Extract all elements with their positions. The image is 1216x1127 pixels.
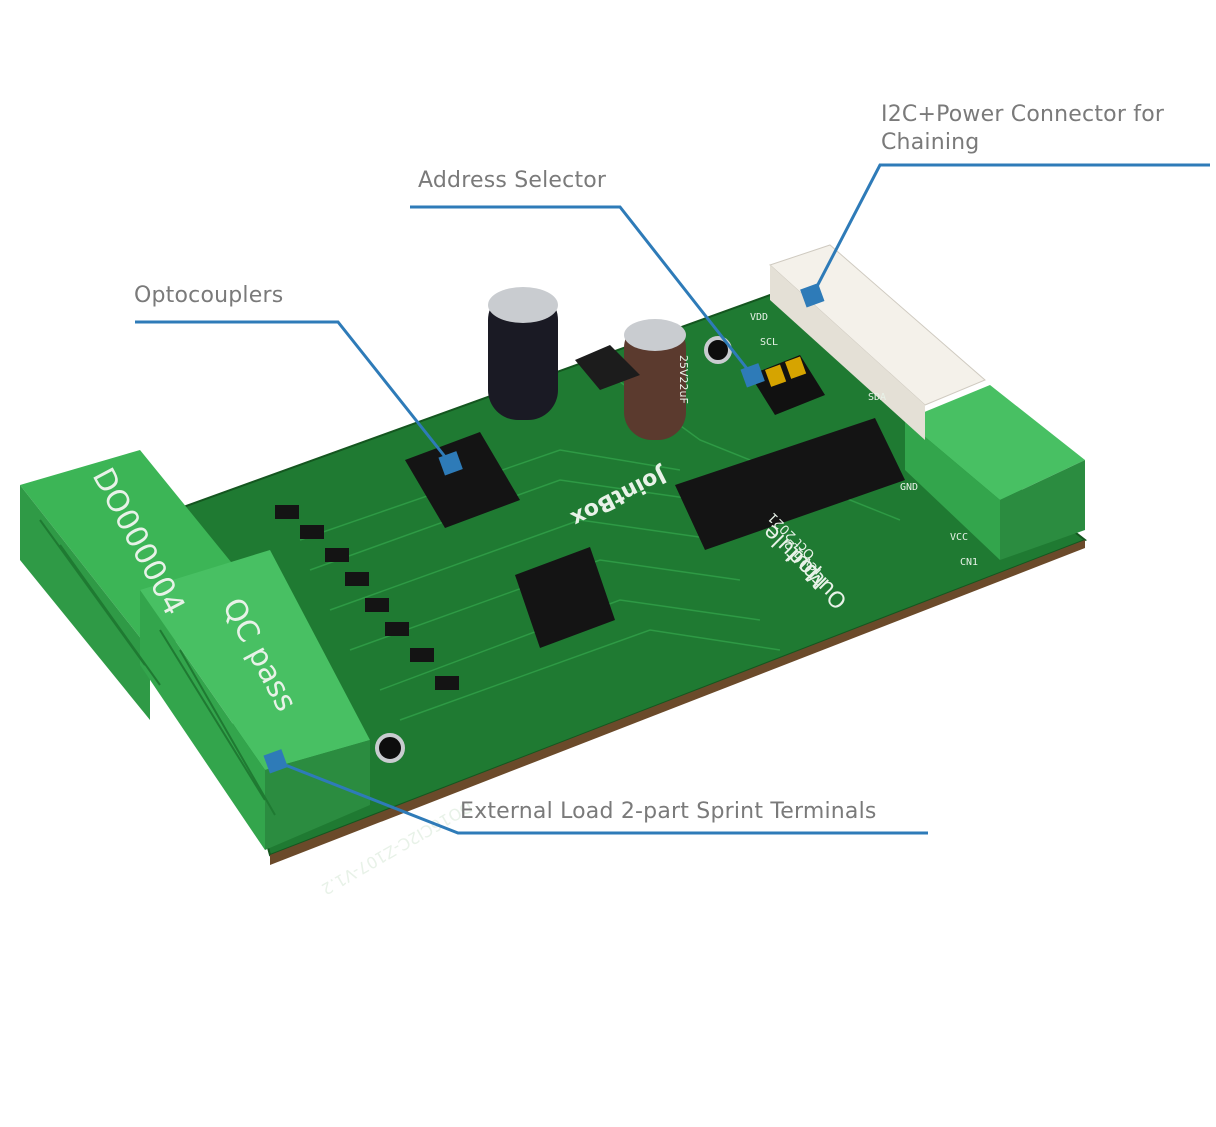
i2c-connector-label-line2: Chaining xyxy=(881,130,980,155)
main-driver-ic xyxy=(675,418,905,550)
mounting-hole-1 xyxy=(375,733,405,763)
terminal-block-right xyxy=(905,385,1085,560)
pin-label-scl: SCL xyxy=(760,337,778,348)
i2c-connector-label: I2C+Power Connector for xyxy=(881,102,1165,127)
i2c-callout-marker xyxy=(800,283,825,308)
pin-label-vdd: VDD xyxy=(750,312,768,323)
voltage-regulator xyxy=(575,345,640,390)
address-selector-label: Address Selector xyxy=(418,168,607,193)
pcb-board-edge xyxy=(270,540,1085,865)
terminals-label: External Load 2-part Sprint Terminals xyxy=(460,799,877,824)
terminal-callout-marker xyxy=(263,749,288,774)
transistors xyxy=(275,505,459,690)
optocoupler-ic-1 xyxy=(405,432,520,528)
opto-callout-line xyxy=(135,320,452,464)
opto-callout-marker xyxy=(438,451,463,476)
pin-label-gnd: GND xyxy=(900,482,918,493)
terminal-callout-line xyxy=(274,759,928,835)
optocoupler-ic-2 xyxy=(515,547,615,648)
capacitor-black xyxy=(488,287,558,420)
address-callout-marker xyxy=(740,363,765,388)
address-callout-line xyxy=(410,205,754,376)
mounting-hole-2 xyxy=(704,336,732,364)
capacitor-brown: 25V22uF xyxy=(624,319,690,440)
i2c-connector xyxy=(769,244,986,440)
cap-rating: 25V22uF xyxy=(677,355,690,404)
optocouplers-label: Optocouplers xyxy=(134,283,284,308)
pin-label-vcc: VCC xyxy=(950,532,968,543)
pin-label-sda: SDA xyxy=(868,392,886,403)
i2c-callout-line xyxy=(810,163,1210,297)
pin-label-cn1: CN1 xyxy=(960,557,978,568)
